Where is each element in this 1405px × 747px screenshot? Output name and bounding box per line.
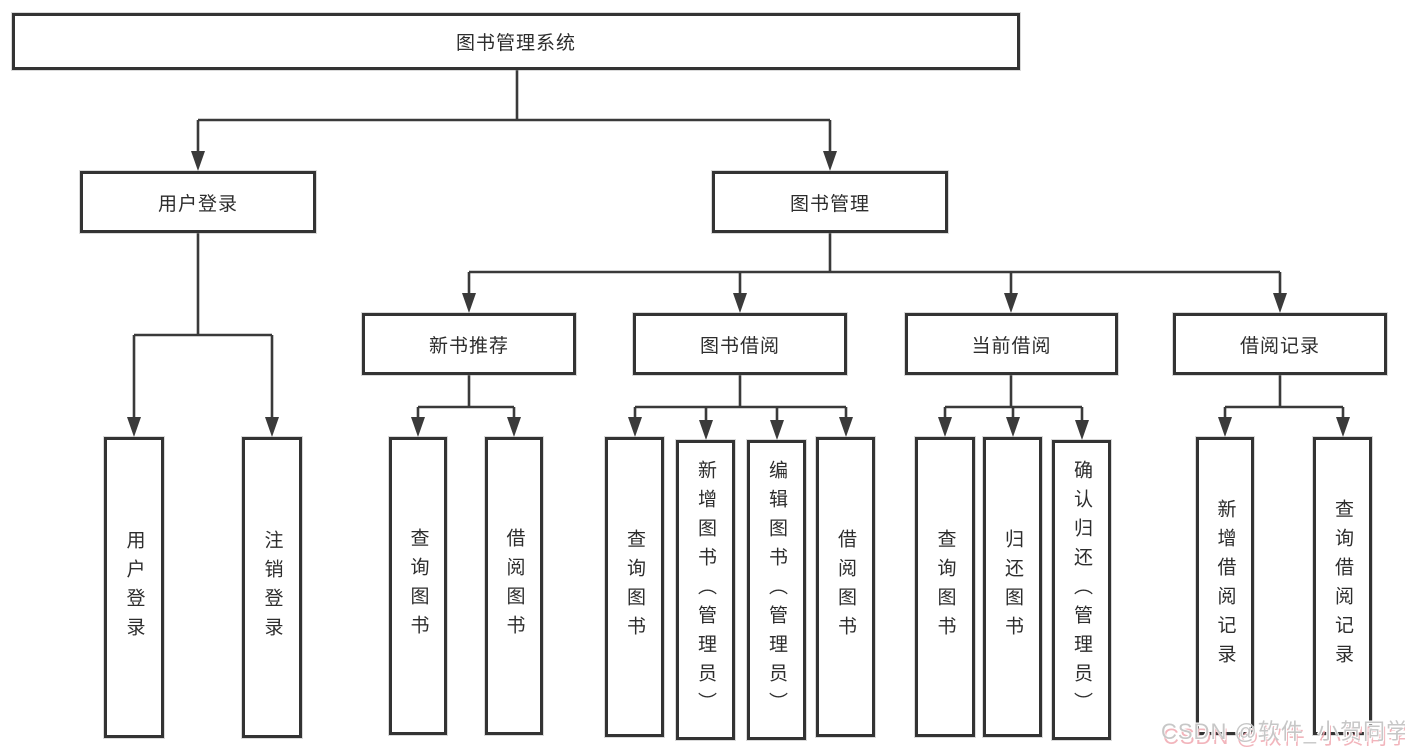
leaf-query-books-current: 查询图书 <box>915 437 975 737</box>
node-user-login-label: 用户登录 <box>157 193 238 215</box>
node-current-borrow-label: 当前借阅 <box>971 335 1052 357</box>
watermark-shadow-text: CSDN @软件_小贺同学 <box>1163 724 1405 747</box>
leaf-borrow-books-recommend-label: 借阅图书 <box>503 528 525 644</box>
node-borrow-records-label: 借阅记录 <box>1239 335 1320 357</box>
node-book-management-label: 图书管理 <box>789 193 870 215</box>
leaf-query-books-current-label: 查询图书 <box>934 529 956 645</box>
leaf-query-books-borrow: 查询图书 <box>605 437 664 737</box>
leaf-borrow-books-label: 借阅图书 <box>835 529 856 645</box>
leaf-add-books-admin-label: 新增图书（管理员） <box>695 459 716 721</box>
watermark-text: CSDN @软件_小贺同学 <box>1161 719 1405 744</box>
node-book-borrow: 图书借阅 <box>633 313 847 375</box>
node-root: 图书管理系统 <box>12 13 1020 70</box>
leaf-query-books-recommend-label: 查询图书 <box>407 528 429 644</box>
node-book-management: 图书管理 <box>712 171 948 233</box>
node-user-login: 用户登录 <box>80 171 316 233</box>
leaf-query-borrow-record: 查询借阅记录 <box>1313 437 1372 735</box>
leaf-confirm-return-admin: 确认归还（管理员） <box>1052 440 1111 740</box>
node-borrow-records: 借阅记录 <box>1173 313 1387 375</box>
leaf-return-books-label: 归还图书 <box>1002 529 1023 645</box>
node-root-label: 图书管理系统 <box>455 33 576 54</box>
leaf-add-borrow-record: 新增借阅记录 <box>1196 437 1254 735</box>
leaf-user-login-label: 用户登录 <box>123 529 145 646</box>
leaf-logout: 注销登录 <box>242 437 302 738</box>
leaf-return-books: 归还图书 <box>983 437 1042 737</box>
leaf-query-books-borrow-label: 查询图书 <box>624 529 645 645</box>
leaf-user-login: 用户登录 <box>104 437 164 738</box>
leaf-add-borrow-record-label: 新增借阅记录 <box>1214 499 1236 673</box>
leaf-add-books-admin: 新增图书（管理员） <box>676 440 735 740</box>
node-current-borrow: 当前借阅 <box>905 313 1118 375</box>
node-new-book-recommend-label: 新书推荐 <box>428 335 509 357</box>
leaf-borrow-books-recommend: 借阅图书 <box>485 437 543 735</box>
leaf-logout-label: 注销登录 <box>261 529 283 646</box>
leaf-edit-books-admin-label: 编辑图书（管理员） <box>766 459 787 721</box>
leaf-borrow-books: 借阅图书 <box>816 437 875 737</box>
leaf-confirm-return-admin-label: 确认归还（管理员） <box>1071 459 1092 721</box>
leaf-query-books-recommend: 查询图书 <box>389 437 447 735</box>
watermark: CSDN @软件_小贺同学 CSDN @软件_小贺同学 <box>1161 714 1405 747</box>
node-new-book-recommend: 新书推荐 <box>362 313 576 375</box>
node-book-borrow-label: 图书借阅 <box>699 335 780 357</box>
leaf-query-borrow-record-label: 查询借阅记录 <box>1332 499 1353 673</box>
leaf-edit-books-admin: 编辑图书（管理员） <box>747 440 806 740</box>
